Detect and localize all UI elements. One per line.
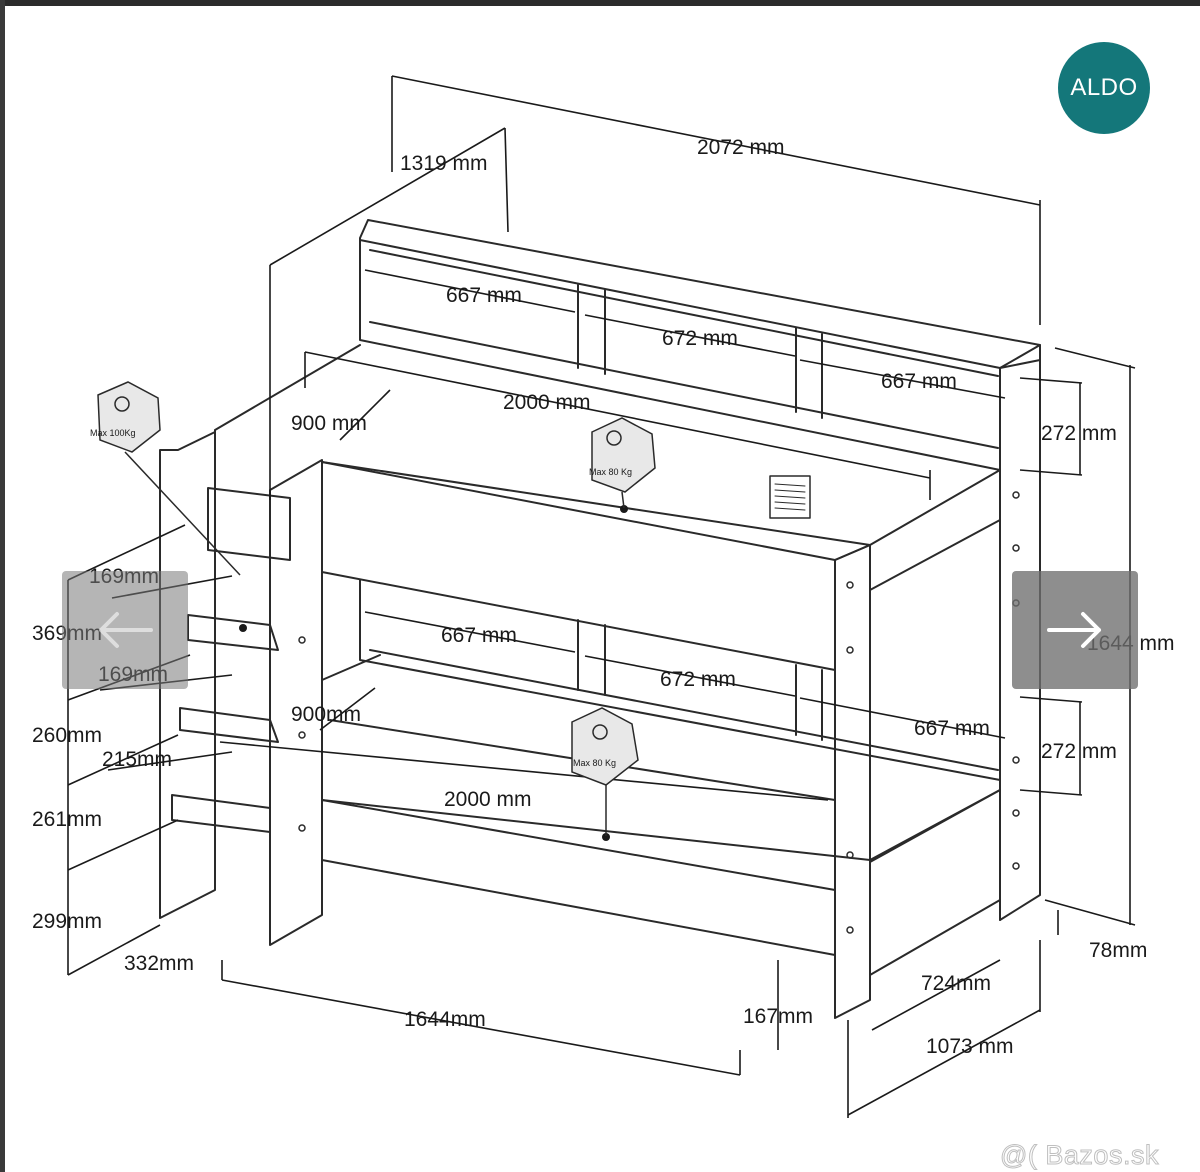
- arrow-right-icon: [1047, 612, 1101, 648]
- lower-shelf-inner: [369, 649, 999, 771]
- dim-total-length: 2072 mm: [697, 136, 785, 159]
- weight-icon-ladder: [97, 381, 161, 453]
- dim-line-2000-lower: [219, 741, 829, 801]
- ladder-step-1: [187, 614, 279, 651]
- dim-side-width: 724mm: [921, 972, 991, 995]
- dim-lower-bed-width: 900mm: [291, 703, 361, 726]
- label-plate: [769, 475, 811, 519]
- dim-shelf-bottom-mid: 672 mm: [660, 668, 736, 691]
- lower-bed-base: [321, 799, 836, 956]
- dim-line-1644-base: [221, 979, 741, 1076]
- dim-upper-bed-width: 900 mm: [291, 412, 367, 435]
- arrow-left-icon: [99, 612, 153, 648]
- brand-logo: ALDO: [1058, 42, 1150, 134]
- site-watermark: @( Bazos.sk: [1000, 1140, 1159, 1171]
- lower-bed-rail: [869, 789, 1001, 976]
- dim-upper-shelf-height: 272 mm: [1041, 422, 1117, 445]
- weight-icon-lower: [571, 707, 639, 786]
- dim-step-height-261: 261mm: [32, 808, 102, 831]
- ladder-step-3: [171, 794, 271, 833]
- dim-line-667-bot: [364, 611, 576, 653]
- dim-step-height-299: 299mm: [32, 910, 102, 933]
- top-shelf-divider-1: [577, 284, 606, 375]
- dim-stair-depth: 332mm: [124, 952, 194, 975]
- top-shelf-box: [359, 239, 1001, 471]
- dim-line-667-top: [364, 269, 576, 313]
- dim-line-1319: [269, 127, 506, 266]
- dim-line-2072: [391, 75, 1041, 206]
- dim-line-2000-upper: [304, 351, 931, 479]
- ladder-top-box: [207, 487, 291, 561]
- dim-line-667-topr: [799, 359, 1006, 399]
- dim-shelf-top-mid: 672 mm: [662, 327, 738, 350]
- upper-bed-side-right: [869, 469, 1001, 591]
- dim-line-1073: [847, 1009, 1041, 1116]
- lower-shelf-box: [359, 579, 1001, 781]
- dim-shelf-bottom-right: 667 mm: [914, 717, 990, 740]
- ladder-step-2: [179, 707, 279, 743]
- dim-plinth-height: 167mm: [743, 1005, 813, 1028]
- dim-base-length: 1644mm: [404, 1008, 486, 1031]
- dim-total-width: 1073 mm: [926, 1035, 1014, 1058]
- top-shelf-inner: [369, 249, 999, 449]
- brand-logo-text: ALDO: [1070, 74, 1138, 101]
- dim-line-672-top: [584, 314, 796, 357]
- load-label-upper: Max 80 Kg: [589, 467, 632, 477]
- top-shelf-divider-2: [795, 327, 823, 419]
- dim-line-215: [107, 751, 233, 771]
- dim-shelf-top-left: 667 mm: [446, 284, 522, 307]
- load-label-lower: Max 80 Kg: [573, 758, 616, 768]
- dim-upper-bed-length: 2000 mm: [503, 391, 591, 414]
- dim-line-724: [871, 959, 1001, 1031]
- previous-image-button[interactable]: [62, 571, 188, 689]
- viewer-left-border: [0, 0, 5, 1172]
- dim-lower-bed-length: 2000 mm: [444, 788, 532, 811]
- dim-line-900-upper: [339, 389, 391, 441]
- dim-line-332: [67, 924, 161, 976]
- lower-shelf-divider-2: [795, 664, 823, 741]
- dim-shelf-top-right: 667 mm: [881, 370, 957, 393]
- viewer-top-border: [0, 0, 1200, 6]
- label-plate-lines: [774, 483, 806, 511]
- dim-line-672-bot: [584, 655, 796, 697]
- dim-shelf-bottom-left: 667 mm: [441, 624, 517, 647]
- dim-total-height: 1319 mm: [400, 152, 488, 175]
- ladder-left-rail: [159, 431, 216, 919]
- lower-bed-top: [321, 789, 1001, 861]
- next-image-button[interactable]: [1012, 571, 1138, 689]
- front-right-post: [834, 544, 871, 1019]
- front-left-post: [269, 459, 323, 946]
- weight-icon-upper: [591, 417, 656, 493]
- dim-line-667-botr: [799, 697, 1006, 739]
- dim-step-depth-215: 215mm: [102, 748, 172, 771]
- dim-line-900-lower: [319, 687, 376, 731]
- load-label-ladder: Max 100Kg: [90, 428, 136, 438]
- dim-lower-shelf-height: 272 mm: [1041, 740, 1117, 763]
- dim-step-height-260: 260mm: [32, 724, 102, 747]
- dim-foot-height: 78mm: [1089, 939, 1147, 962]
